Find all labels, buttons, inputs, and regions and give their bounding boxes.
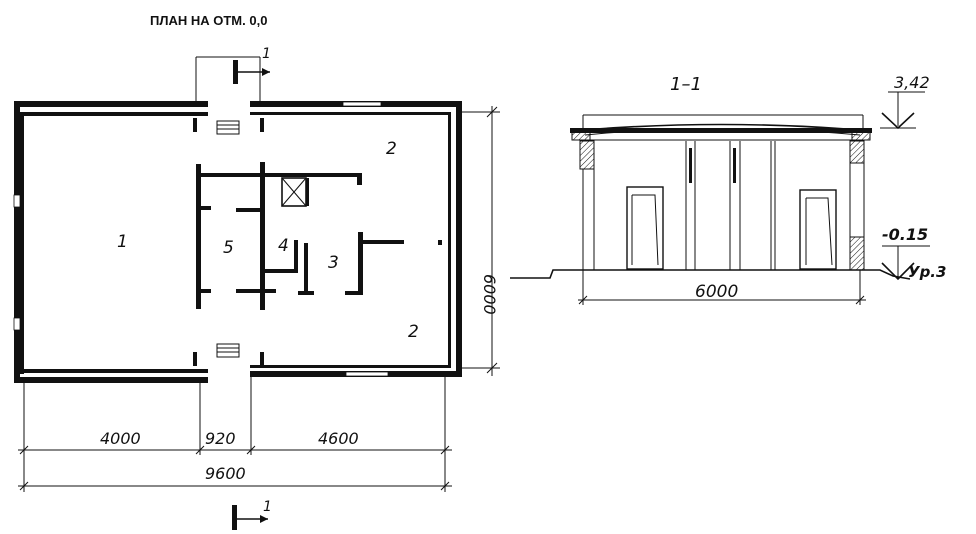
overall-width-dim: 9600 <box>205 464 246 483</box>
room-label-1: 1 <box>117 232 128 252</box>
ground-level-label: Ур.3 <box>908 263 946 281</box>
top-level-label: 3,42 <box>894 73 930 92</box>
room-label-3: 3 <box>328 253 339 273</box>
section-mark-top: 1 <box>262 46 271 62</box>
section-title: 1–1 <box>670 74 702 95</box>
section-cut-marker-bottom: 1 <box>232 499 272 530</box>
top-level-marker: 3,42 <box>880 73 930 130</box>
section-doors <box>626 186 837 270</box>
left-part-dim: 4000 <box>100 429 141 448</box>
bottom-level-label: -0.15 <box>882 225 928 244</box>
outer-walls <box>13 101 462 383</box>
section-walls <box>579 140 865 271</box>
room-label-5: 5 <box>223 238 234 258</box>
room-label-4: 4 <box>278 236 289 256</box>
plan-title: ПЛАН НА ОТМ. 0,0 <box>150 13 267 28</box>
room-labels: 1 2 2 3 4 5 <box>117 139 419 342</box>
section-width-label: 6000 <box>695 282 738 302</box>
section-width-dimension: 6000 <box>578 282 866 305</box>
width-dimensions: 4000 920 4600 9600 <box>18 377 452 492</box>
floor-plan: ПЛАН НА ОТМ. 0,0 1 <box>13 13 500 530</box>
roof-slab <box>570 114 873 141</box>
height-dim-label: 6000 <box>480 274 499 315</box>
section-mark-bottom: 1 <box>263 499 272 515</box>
door-width-dim: 920 <box>205 429 236 448</box>
cross-section: 1–1 <box>510 73 946 305</box>
right-part-dim: 4600 <box>318 429 359 448</box>
entrance-steps <box>216 120 240 358</box>
height-dimension: 6000 <box>462 106 500 376</box>
bottom-level-marker: -0.15 Ур.3 <box>881 225 946 281</box>
section-cut-marker-top: 1 <box>195 46 271 102</box>
interior-partitions <box>196 162 442 310</box>
room-label-2-top: 2 <box>386 139 397 159</box>
room-label-2-bottom: 2 <box>408 322 419 342</box>
